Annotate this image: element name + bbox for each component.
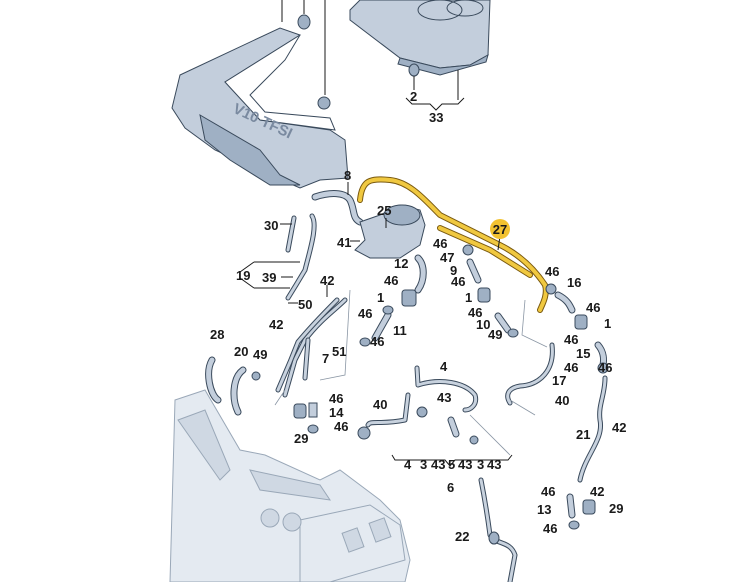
label-28: 28	[210, 327, 225, 342]
label-4: 4	[440, 359, 448, 374]
pipe-17	[505, 342, 555, 406]
label-42: 42	[590, 484, 605, 499]
label-46: 46	[451, 274, 466, 289]
label-49: 49	[253, 347, 268, 362]
hose-19	[285, 213, 317, 301]
pipe-27-highlighted	[357, 176, 549, 313]
label-43: 43	[431, 457, 446, 472]
label-29: 29	[609, 501, 624, 516]
label-14: 14	[329, 405, 344, 420]
label-46: 46	[334, 419, 349, 434]
label-33: 33	[429, 110, 444, 125]
label-25: 25	[377, 203, 392, 218]
label-1: 1	[604, 316, 612, 331]
label-13: 13	[537, 502, 552, 517]
label-42: 42	[612, 420, 627, 435]
pipe-30	[285, 215, 297, 253]
label-2: 2	[410, 89, 418, 104]
label-20: 20	[234, 344, 249, 359]
label-49: 49	[488, 327, 503, 342]
label-10: 10	[476, 317, 491, 332]
grommet-parts	[281, 0, 465, 111]
label-16: 16	[567, 275, 582, 290]
label-46: 46	[468, 305, 483, 320]
label-46: 46	[358, 306, 373, 321]
label-46: 46	[543, 521, 558, 536]
hose-22	[478, 477, 518, 582]
label-46: 46	[541, 484, 556, 499]
label-42: 42	[320, 273, 335, 288]
hose-chain-right	[462, 244, 519, 338]
engine-cover-right	[349, 0, 491, 76]
hose-chain-center	[359, 254, 427, 347]
label-43: 43	[458, 457, 473, 472]
label-46: 46	[329, 391, 344, 406]
label-51: 51	[332, 344, 347, 359]
label-27: 27	[492, 222, 508, 237]
label-50: 50	[298, 297, 313, 312]
label-5: 5	[448, 457, 456, 472]
hoses-28-20	[205, 356, 261, 416]
label-30: 30	[264, 218, 279, 233]
label-43: 43	[487, 457, 502, 472]
oil-separator-25	[354, 204, 426, 259]
hose-chain-far-right	[545, 283, 609, 374]
label-3: 3	[420, 457, 428, 472]
label-46: 46	[586, 300, 601, 315]
label-21: 21	[576, 427, 591, 442]
label-46: 46	[433, 236, 448, 251]
label-11: 11	[393, 323, 407, 338]
label-46: 46	[598, 360, 613, 375]
label-9: 9	[450, 263, 458, 278]
label-39: 39	[262, 270, 277, 285]
label-41: 41	[337, 235, 352, 250]
label-1: 1	[465, 290, 473, 305]
pipe-7	[275, 297, 348, 398]
label-6: 6	[447, 480, 455, 495]
label-47: 47	[440, 250, 455, 265]
hose-8	[311, 190, 364, 226]
label-7: 7	[322, 351, 330, 366]
label-46: 46	[564, 332, 579, 347]
label-42: 42	[269, 317, 284, 332]
label-46: 46	[545, 264, 560, 279]
small-parts-14-29	[293, 402, 319, 434]
label-19: 19	[236, 268, 251, 283]
label-40: 40	[373, 397, 388, 412]
label-29: 29	[294, 431, 309, 446]
label-4: 4	[404, 457, 412, 472]
guide-lines	[274, 289, 548, 456]
label-27-highlight: 27	[490, 219, 510, 239]
label-43: 43	[437, 390, 452, 405]
label-8: 8	[344, 168, 352, 183]
label-15: 15	[576, 346, 591, 361]
label-3: 3	[477, 457, 485, 472]
label-1: 1	[377, 290, 385, 305]
label-46: 46	[564, 360, 579, 375]
label-46: 46	[384, 273, 399, 288]
label-40: 40	[555, 393, 570, 408]
pipe-4-group	[357, 365, 513, 467]
label-46: 46	[370, 334, 385, 349]
engine-block	[169, 389, 411, 582]
label-22: 22	[455, 529, 470, 544]
pipe-21	[566, 375, 608, 530]
label-17: 17	[552, 373, 567, 388]
label-12: 12	[394, 256, 409, 271]
